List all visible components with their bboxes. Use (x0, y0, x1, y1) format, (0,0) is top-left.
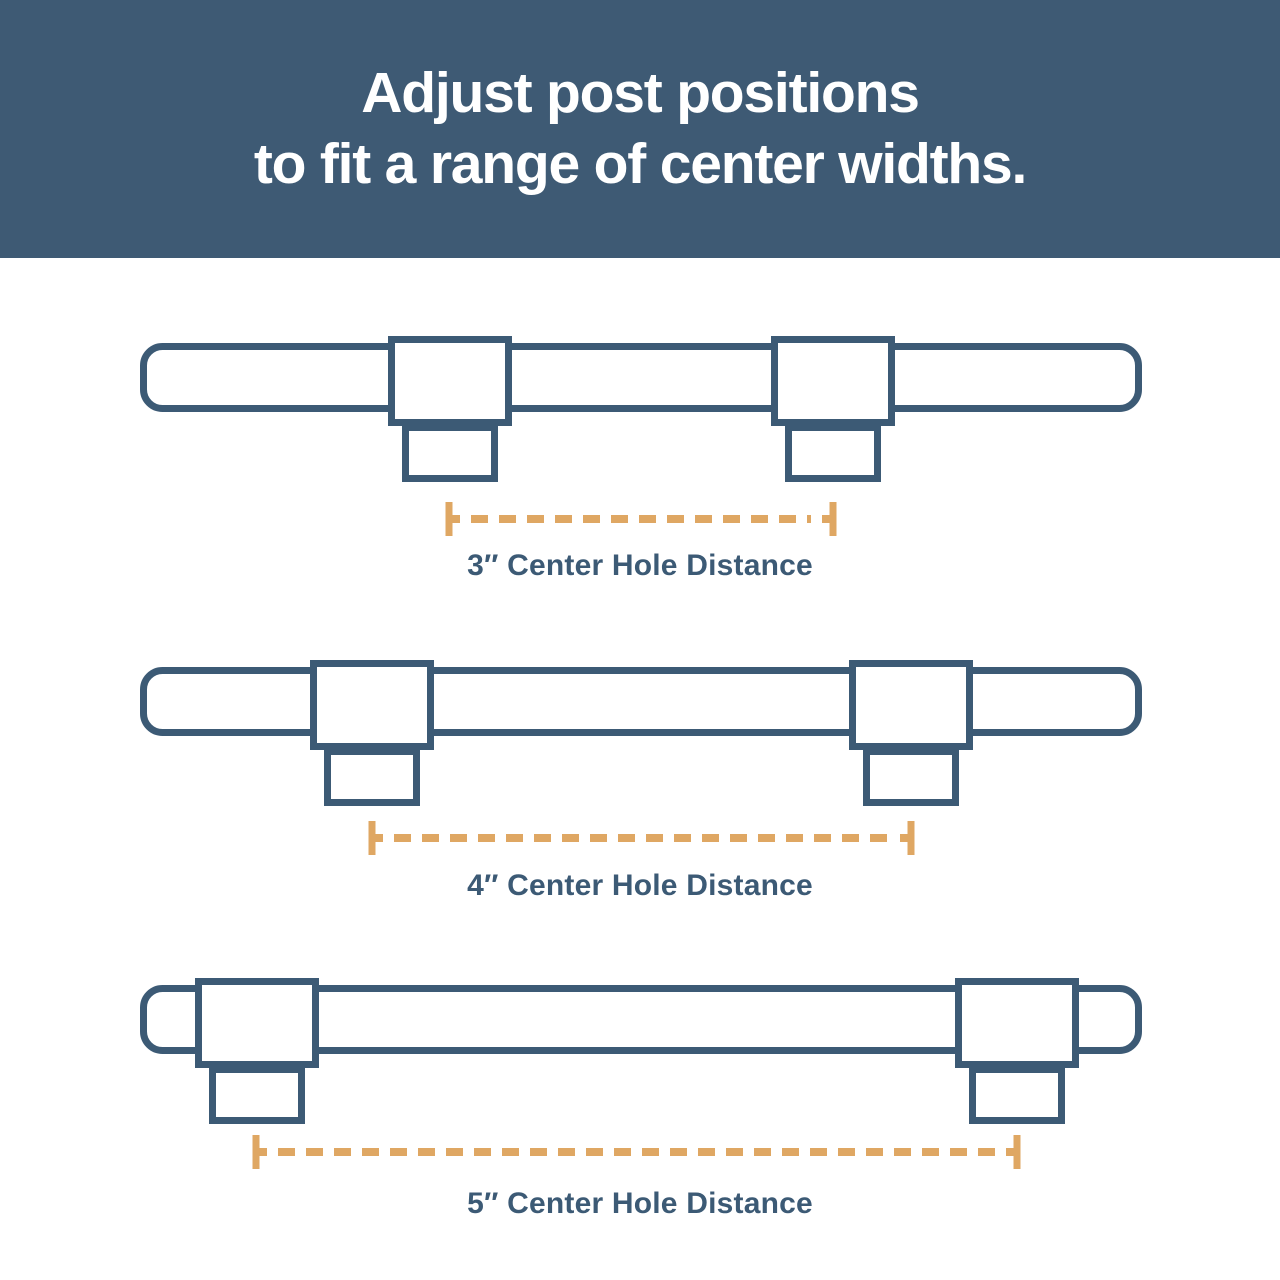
header-title-line1: Adjust post positions (361, 61, 920, 125)
pull-bar (140, 343, 1142, 412)
handle-diagram-3in (140, 336, 1142, 536)
right-screw-post (785, 424, 881, 482)
handle-diagram-4in (140, 660, 1142, 855)
right-post (849, 660, 973, 750)
center-hole-label-3in: 3″ Center Hole Distance (467, 549, 813, 582)
left-post (388, 336, 512, 426)
left-screw-post (209, 1066, 305, 1124)
header-title-line2: to fit a range of center widths. (253, 132, 1028, 196)
right-screw-post (863, 748, 959, 806)
left-post (310, 660, 434, 750)
right-post (771, 336, 895, 426)
header-banner: Adjust post positions to fit a range of … (0, 0, 1280, 258)
right-post (955, 978, 1079, 1068)
right-screw-post (969, 1066, 1065, 1124)
center-hole-label-4in: 4″ Center Hole Distance (467, 869, 813, 902)
center-hole-label-5in: 5″ Center Hole Distance (467, 1187, 813, 1220)
pull-bar (140, 985, 1142, 1054)
left-screw-post (324, 748, 420, 806)
left-post (195, 978, 319, 1068)
handle-diagram-5in (140, 978, 1142, 1169)
pull-bar (140, 667, 1142, 736)
left-screw-post (402, 424, 498, 482)
